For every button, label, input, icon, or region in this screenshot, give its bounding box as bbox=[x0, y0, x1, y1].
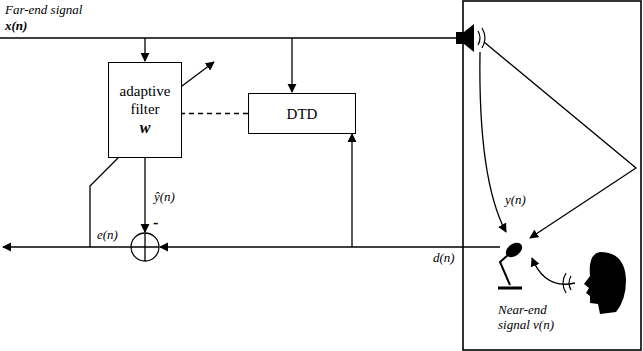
box-text: w bbox=[140, 118, 151, 137]
filter-output-wire bbox=[144, 158, 145, 232]
mic-wire bbox=[160, 246, 463, 247]
signal-label: x(n) bbox=[4, 19, 28, 34]
signal-label: - bbox=[152, 214, 159, 232]
microphone-icon bbox=[498, 240, 525, 288]
process-box: DTD bbox=[248, 93, 356, 134]
process-box: adaptive filterw bbox=[108, 62, 182, 158]
room-box bbox=[463, 1, 641, 350]
control-link bbox=[182, 113, 248, 114]
signal-label: Near-end signal v(n) bbox=[497, 303, 575, 333]
signal-label: ŷ(n) bbox=[153, 190, 176, 205]
far-end-wire bbox=[0, 37, 458, 38]
reflected-echo-path bbox=[484, 42, 636, 238]
adaptation-arrow bbox=[182, 62, 214, 86]
junction-cross bbox=[131, 233, 159, 261]
summing-junction bbox=[131, 233, 159, 261]
filter-input-wire bbox=[144, 38, 145, 61]
dtd-input-wire bbox=[291, 38, 292, 92]
error-output-wire bbox=[3, 246, 131, 247]
box-text: DTD bbox=[287, 105, 318, 123]
mic-cable bbox=[463, 246, 500, 247]
error-feedback-wire bbox=[90, 158, 118, 247]
box-text: adaptive filter bbox=[109, 82, 181, 118]
signal-label: e(n) bbox=[96, 228, 119, 243]
direct-echo-path bbox=[480, 52, 506, 232]
signal-label: y(n) bbox=[504, 193, 527, 208]
dtd-mic-wire bbox=[351, 134, 352, 247]
signal-label: d(n) bbox=[432, 251, 456, 266]
signal-label: Far-end signal bbox=[4, 3, 83, 18]
speech-arrow bbox=[532, 258, 575, 284]
loudspeaker-icon bbox=[456, 24, 485, 52]
